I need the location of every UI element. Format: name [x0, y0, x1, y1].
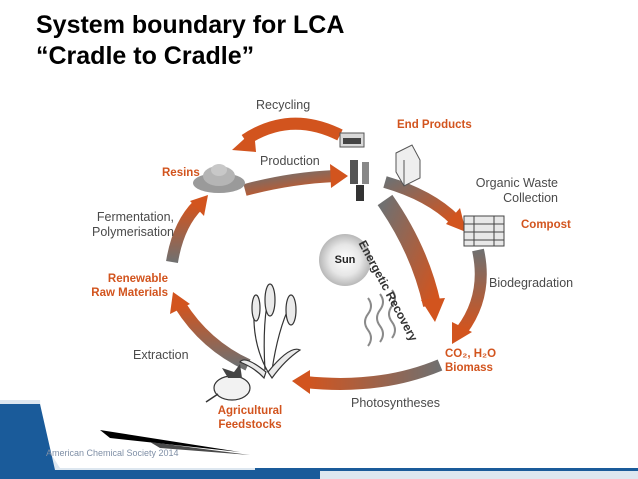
bottom-band-dark — [0, 404, 320, 479]
biodegradation-label: Biodegradation — [489, 276, 574, 290]
photosyntheses-label: Photosyntheses — [351, 396, 440, 410]
fermentation-label-2: Polymerisation — [92, 225, 174, 239]
end-products-label: End Products — [397, 119, 472, 131]
recycling-label: Recycling — [256, 98, 311, 112]
bottom-swoosh-2 — [150, 442, 250, 455]
sun-label: Sun — [334, 254, 356, 266]
fermentation-label-1: Fermentation, — [96, 210, 174, 224]
wavy-lines-icon — [364, 289, 396, 347]
fermentation-arrow — [166, 200, 203, 264]
organic-waste-arrowhead — [446, 208, 466, 232]
organic-waste-arrow — [383, 176, 460, 225]
extraction-arrowhead — [170, 292, 190, 314]
extraction-arrow — [174, 301, 251, 371]
co2-label-1: CO₂, H₂O — [445, 348, 497, 360]
co2-label-2: Biomass — [445, 362, 493, 374]
production-arrow — [243, 170, 336, 196]
photosyntheses-arrowhead — [292, 370, 310, 394]
end-products-icon — [339, 132, 421, 201]
recycling-arrow — [241, 117, 343, 146]
renewable-label-1: Renewable — [107, 273, 168, 285]
production-arrowhead — [330, 164, 348, 188]
slide-title-line2: “Cradle to Cradle” — [36, 42, 255, 70]
compost-bin-icon — [463, 215, 505, 247]
plant-icon — [239, 283, 302, 380]
energetic-recovery-arrow — [377, 194, 441, 307]
organic-waste-label-1: Organic Waste — [475, 176, 558, 190]
agricultural-label-2: Feedstocks — [218, 419, 282, 431]
bottom-band — [0, 400, 638, 479]
extraction-label: Extraction — [133, 348, 189, 362]
agricultural-label-1: Agricultural — [217, 405, 283, 417]
biodegradation-arrow — [457, 248, 487, 334]
energetic-recovery-arrowhead — [421, 298, 445, 322]
resins-label: Resins — [162, 167, 200, 179]
slide-title-line1: System boundary for LCA — [36, 11, 345, 39]
photosyntheses-arrow — [304, 359, 443, 390]
root-vegetable-icon — [205, 364, 251, 403]
fermentation-arrowhead — [190, 195, 208, 216]
sun-circle — [319, 234, 371, 286]
bottom-swoosh — [100, 430, 240, 452]
compost-label: Compost — [521, 219, 571, 231]
renewable-label-2: Raw Materials — [91, 287, 168, 299]
footer-credit: American Chemical Society 2014 — [46, 448, 179, 458]
biodegradation-arrowhead — [452, 322, 472, 344]
production-label: Production — [260, 154, 320, 168]
bottom-line — [255, 468, 638, 471]
organic-waste-label-2: Collection — [503, 191, 558, 205]
resins-pile-icon — [193, 164, 245, 193]
recycling-arrowhead — [232, 130, 256, 152]
